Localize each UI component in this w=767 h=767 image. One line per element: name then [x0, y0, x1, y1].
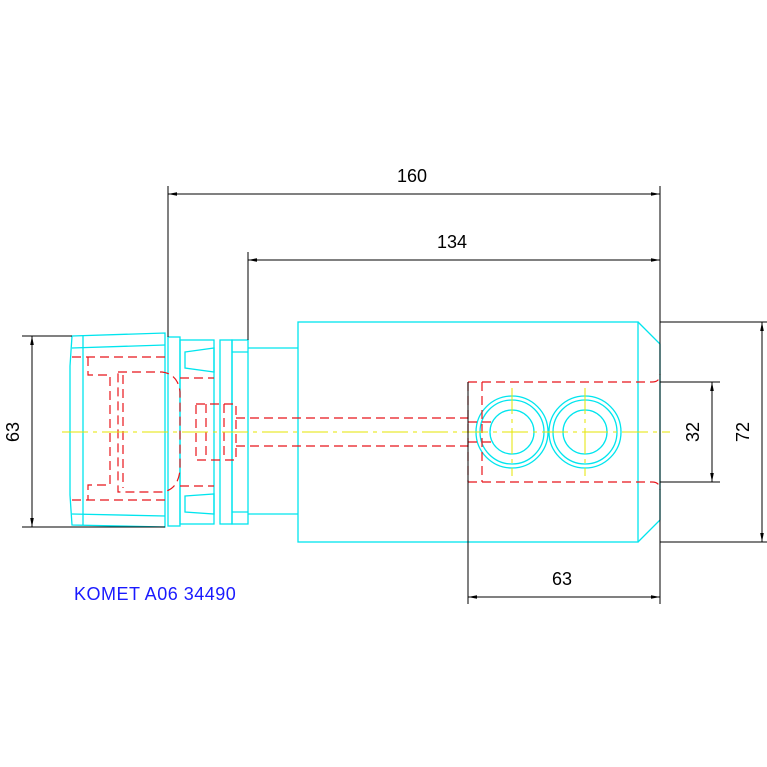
- hidden-lines: [72, 356, 661, 501]
- dimension-32: 32: [683, 422, 703, 442]
- dimension-63-vertical: 63: [3, 422, 23, 442]
- hidden-slot: [468, 373, 661, 491]
- dimension-160: 160: [397, 166, 427, 186]
- dimension-134: 134: [437, 232, 467, 252]
- part-number-caption: KOMET A06 34490: [74, 584, 236, 604]
- neck-outline: [248, 347, 298, 515]
- dimension-72: 72: [733, 422, 753, 442]
- dimensions: [22, 186, 767, 604]
- dimension-63-horizontal: 63: [552, 569, 572, 589]
- shank-outline: [69, 332, 166, 528]
- centerlines: [62, 388, 670, 476]
